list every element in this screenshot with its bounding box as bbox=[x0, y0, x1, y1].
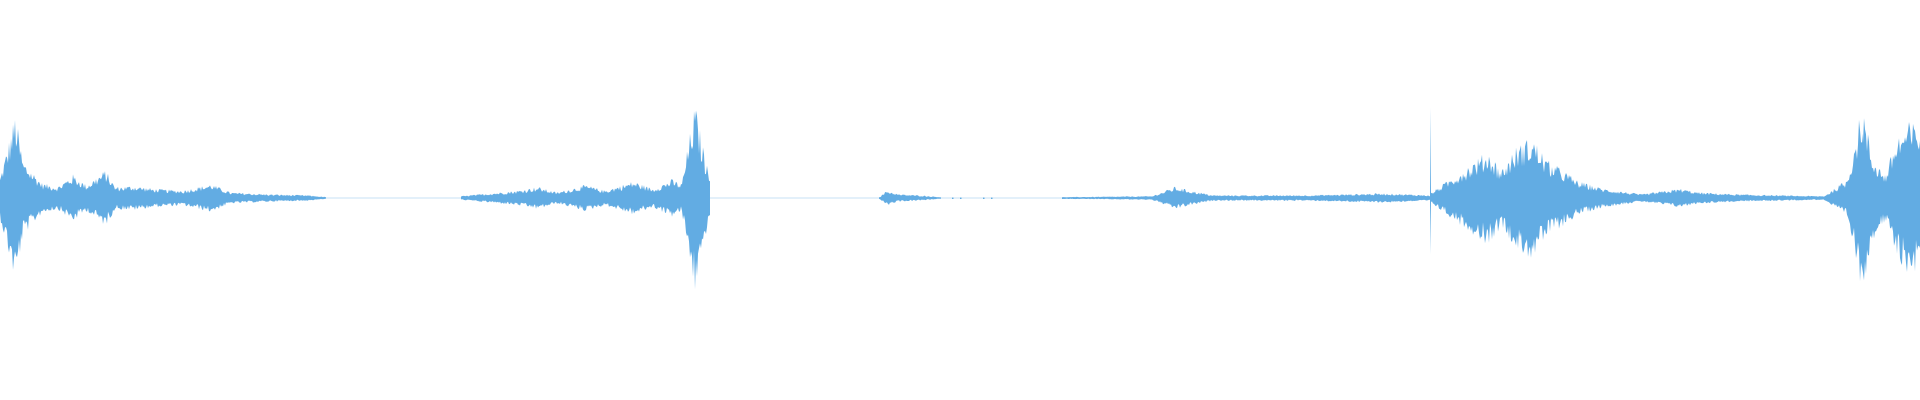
waveform-sample-dot bbox=[1073, 197, 1075, 199]
waveform-segment bbox=[1862, 118, 1920, 281]
waveform-sample-dot bbox=[927, 197, 929, 199]
waveform-segment bbox=[0, 120, 326, 270]
waveform-segment bbox=[1430, 107, 1862, 282]
waveform-sample-dot bbox=[465, 197, 467, 199]
waveform-sample-dot bbox=[991, 197, 993, 199]
waveform-segment bbox=[1062, 186, 1430, 209]
waveform-sample-dot bbox=[960, 197, 962, 199]
waveform-sample-dot bbox=[952, 197, 954, 199]
waveform-sample-dot bbox=[983, 197, 985, 199]
waveform-sample-dot bbox=[1068, 197, 1070, 199]
waveform-segment bbox=[461, 110, 710, 290]
waveform-segment bbox=[879, 192, 941, 205]
waveform-path-group bbox=[0, 107, 1920, 290]
waveform-sample-dot bbox=[1062, 197, 1064, 199]
waveform-sample-dot bbox=[468, 197, 470, 199]
